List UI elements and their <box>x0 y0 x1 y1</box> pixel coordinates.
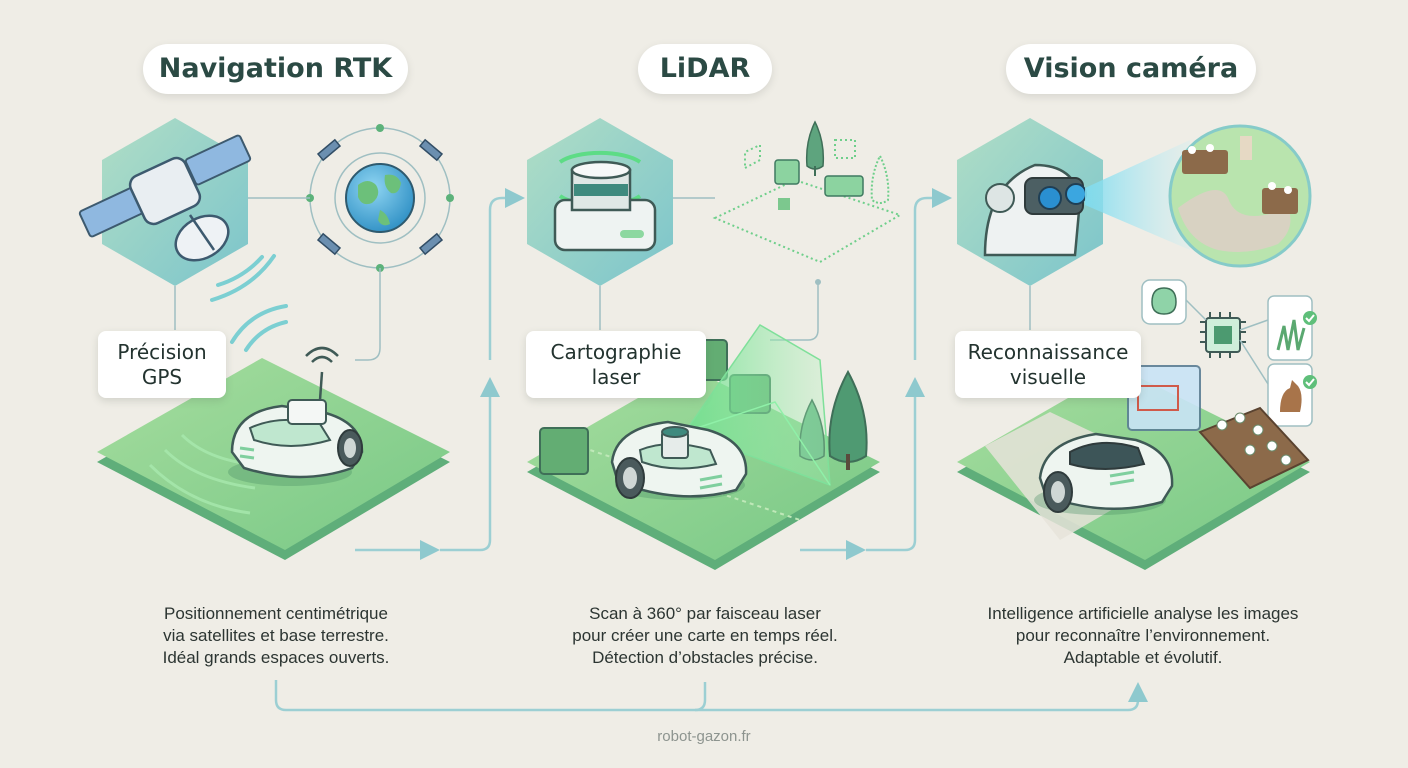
ai-brain-icon <box>1141 279 1187 325</box>
garden-view-icon <box>1168 124 1312 268</box>
flower-bed <box>1198 406 1310 490</box>
animal-check-icon <box>1267 363 1317 427</box>
flow-connectors <box>274 188 1148 712</box>
point-cloud-map-icon <box>712 139 903 264</box>
title-lidar: LiDAR <box>638 44 772 94</box>
title-rtk: Navigation RTK <box>143 44 408 94</box>
description-rtk-line-2: via satellites et base terrestre. <box>163 626 389 645</box>
footer-site-link[interactable]: robot-gazon.fr <box>657 728 751 745</box>
robot-mower-lidar-icon <box>610 420 748 500</box>
lidar-sensor-icon <box>553 150 657 252</box>
callout-lidar-line-1: Cartographie <box>550 339 682 364</box>
chip-icon <box>1200 312 1246 358</box>
description-vision-line-1: Intelligence artificielle analyse les im… <box>987 604 1299 623</box>
description-vision-line-2: pour reconnaître l’environnement. <box>1015 626 1271 645</box>
signal-waves-icon <box>210 254 288 352</box>
detection-screen <box>1127 365 1201 431</box>
point-cloud-objects <box>774 120 890 210</box>
earth-orbit-icon <box>306 124 454 272</box>
description-lidar: Scan à 360° par faisceau laser pour crée… <box>505 603 905 669</box>
description-lidar-line-1: Scan à 360° par faisceau laser <box>589 604 821 623</box>
camera-view-beam <box>1085 140 1190 250</box>
robot-camera-head-icon <box>983 163 1087 257</box>
callout-lidar-line-2: laser <box>591 364 641 389</box>
callout-rtk-line-2: GPS <box>141 364 183 389</box>
description-rtk-line-3: Idéal grands espaces ouverts. <box>162 648 390 667</box>
description-rtk-line-1: Positionnement centimétrique <box>164 604 388 623</box>
description-lidar-line-2: pour créer une carte en temps réel. <box>572 626 838 645</box>
grass-check-icon <box>1267 295 1317 361</box>
description-rtk: Positionnement centimétrique via satelli… <box>76 603 476 669</box>
description-lidar-line-3: Détection d’obstacles précise. <box>592 648 818 667</box>
callout-rtk: Précision GPS <box>98 331 226 398</box>
callout-vision: Reconnaissance visuelle <box>955 331 1141 398</box>
satellite-icon <box>78 134 252 262</box>
callout-lidar: Cartographie laser <box>526 331 706 398</box>
callout-vision-line-1: Reconnaissance <box>967 339 1129 364</box>
robot-mower-vision-icon <box>1034 432 1174 515</box>
robot-mower-rtk-icon <box>228 346 364 486</box>
description-vision: Intelligence artificielle analyse les im… <box>943 603 1343 669</box>
callout-vision-line-2: visuelle <box>1009 364 1087 389</box>
title-vision: Vision caméra <box>1006 44 1256 94</box>
callout-rtk-line-1: Précision <box>117 339 207 364</box>
description-vision-line-3: Adaptable et évolutif. <box>1063 648 1223 667</box>
